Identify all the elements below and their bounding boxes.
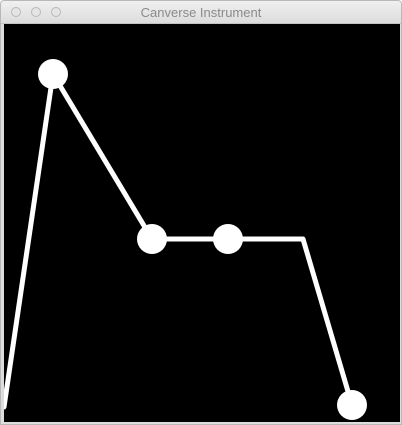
envelope-graph[interactable]	[4, 24, 400, 422]
envelope-handle-sustain[interactable]	[213, 224, 243, 254]
envelope-handle-decay[interactable]	[137, 224, 167, 254]
envelope-handle-release[interactable]	[337, 390, 367, 420]
envelope-line	[4, 71, 355, 410]
envelope-handle-peak[interactable]	[38, 59, 68, 89]
minimize-window-button[interactable]	[31, 7, 41, 17]
zoom-window-button[interactable]	[51, 7, 61, 17]
title-bar[interactable]: Canverse Instrument	[1, 1, 401, 24]
close-window-button[interactable]	[11, 7, 21, 17]
envelope-canvas[interactable]	[4, 24, 400, 422]
window-title: Canverse Instrument	[140, 5, 262, 20]
